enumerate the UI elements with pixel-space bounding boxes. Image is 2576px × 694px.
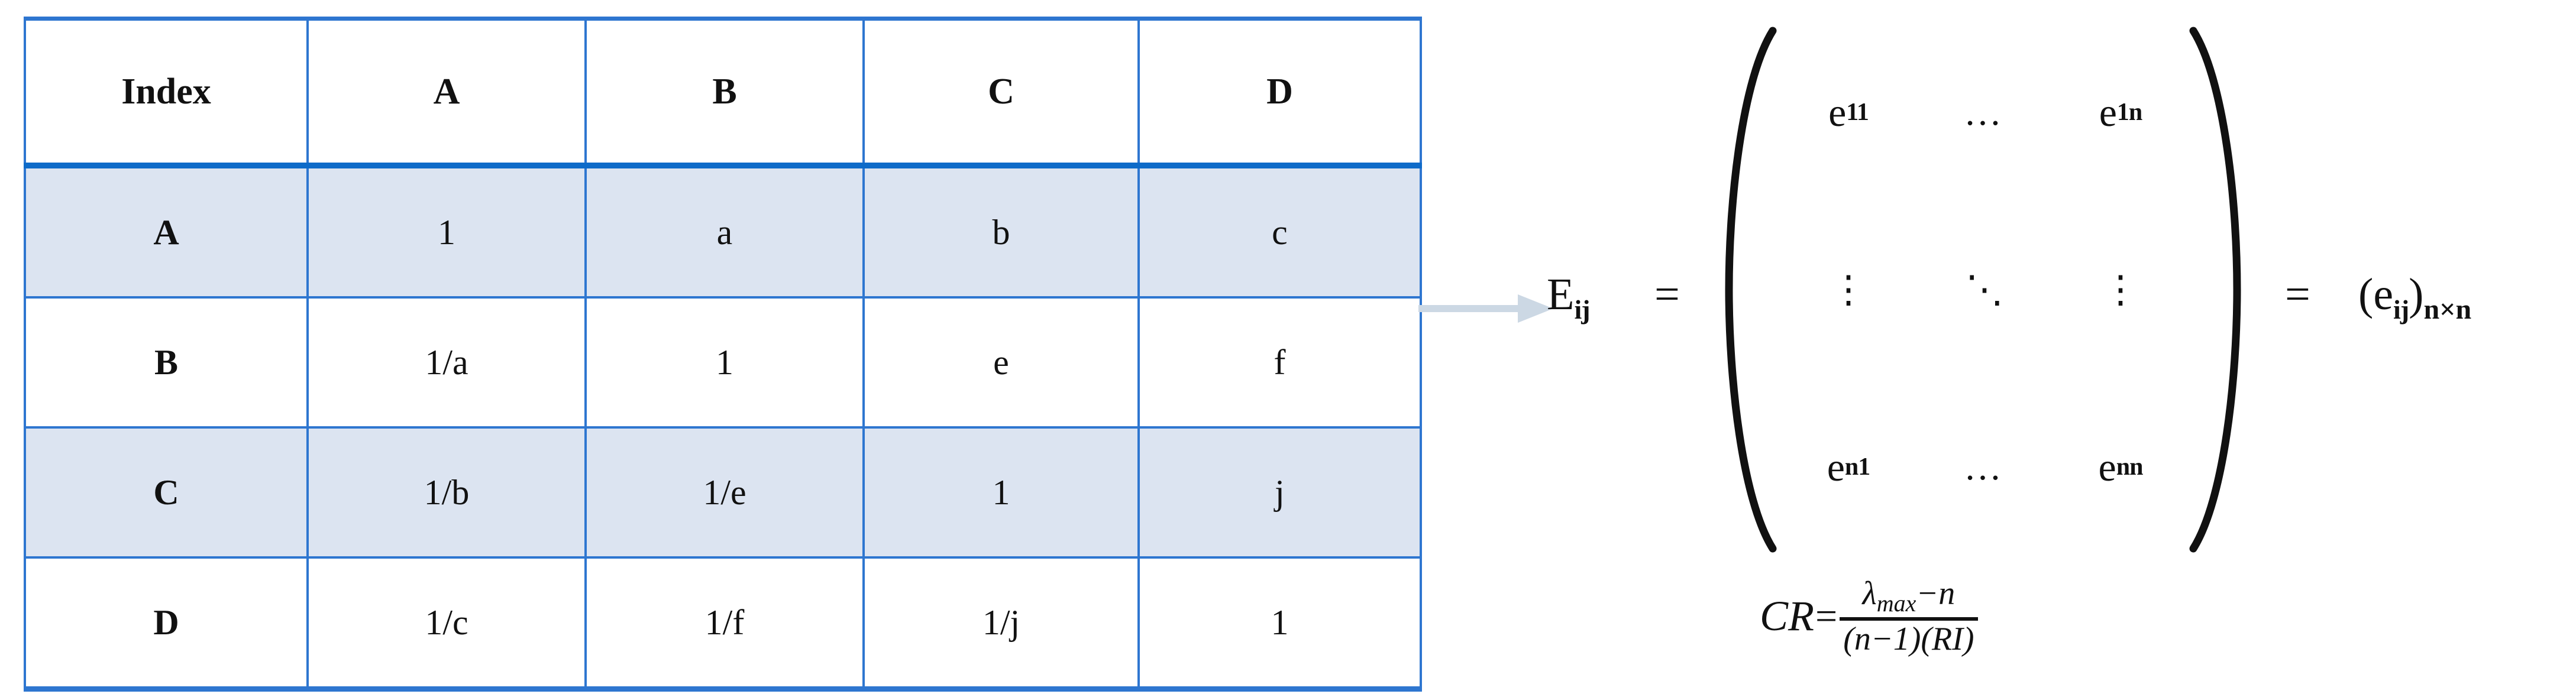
left-parenthesis-icon [1724,24,1777,556]
matrix-cell-subscript: nn [2116,453,2144,481]
column-header-b: B [584,17,865,168]
rhs-base: e [2373,270,2394,319]
cell-b-d: f [1137,296,1422,429]
cr-lambda-subscript: max [1876,590,1916,617]
equals-sign-left: = [1654,270,1680,319]
cell-a-b: a [584,164,865,299]
matrix-cell-subscript: n1 [1844,453,1870,481]
table-header: Index A B C D [24,17,1422,168]
cell-d-b: 1/f [584,556,865,692]
rhs-open-paren: ( [2358,270,2374,319]
pairwise-comparison-table-container: Index A B C D A 1 a b c B 1/a 1 e f [24,17,1422,692]
table-body: A 1 a b c B 1/a 1 e f C 1/b 1/e 1 j D [24,164,1422,692]
cell-a-c: b [862,164,1140,299]
cell-c-a: 1/b [306,426,587,559]
matrix-cell-ddots-center: ⋱ [1966,268,2003,310]
matrix-label-subscript: ij [1574,294,1590,325]
consistency-ratio-formula: CR = λmax−n (n−1)(RI) [1760,576,1978,657]
table-row: D 1/c 1/f 1/j 1 [24,556,1422,692]
rhs-dimension: n×n [2423,294,2472,326]
equals-sign-right: = [2285,270,2310,319]
cr-fraction: λmax−n (n−1)(RI) [1840,576,1978,658]
table-row: C 1/b 1/e 1 j [24,426,1422,559]
rhs-close-paren: ) [2409,270,2424,319]
row-header-c: C [24,426,309,559]
matrix-cell-base: e [1828,89,1847,135]
table-row: B 1/a 1 e f [24,296,1422,429]
matrix-cell-base: e [1827,444,1845,489]
matrix-cell-hdots-bottom: … [1964,446,2005,488]
cr-lambda-symbol: λ [1862,575,1877,612]
column-header-d: D [1137,17,1422,168]
column-header-c: C [862,17,1140,168]
matrix-cell-subscript: 11 [1846,99,1869,126]
cell-a-a: 1 [306,164,587,299]
cell-a-d: c [1137,164,1422,299]
pairwise-comparison-table: Index A B C D A 1 a b c B 1/a 1 e f [24,17,1422,692]
cell-c-c: 1 [862,426,1140,559]
right-parenthesis-icon [2189,24,2242,556]
matrix-cell-hdots-top: … [1964,91,2005,133]
cell-c-b: 1/e [584,426,865,559]
row-header-b: B [24,296,309,429]
row-header-a: A [24,164,309,299]
matrix-cell-base: e [2098,444,2116,489]
matrix-compact-notation: (eij)n×n [2358,269,2471,326]
row-header-d: D [24,556,309,692]
column-header-a: A [306,17,587,168]
matrix-label-eij: Eij [1547,269,1591,325]
matrix-cell-base: e [2099,89,2117,135]
cell-c-d: j [1137,426,1422,559]
cell-d-d: 1 [1137,556,1422,692]
matrix-cell-vdots-right: ⋮ [2102,268,2139,310]
rhs-subscript: ij [2393,294,2409,325]
cell-d-a: 1/c [306,556,587,692]
cr-numerator: λmax−n [1859,576,1959,617]
cr-label: CR [1760,592,1815,640]
cell-b-a: 1/a [306,296,587,429]
cell-b-c: e [862,296,1140,429]
table-header-row: Index A B C D [24,17,1422,168]
cr-numerator-rest: −n [1916,575,1956,612]
matrix-label-base: E [1547,270,1575,319]
matrix-cell-vdots-left: ⋮ [1830,268,1867,310]
cell-b-b: 1 [584,296,865,429]
matrix-cell-subscript: 1n [2116,99,2142,126]
cr-equals-sign: = [1815,594,1838,638]
cr-denominator: (n−1)(RI) [1843,621,1974,658]
table-row: A 1 a b c [24,164,1422,299]
cr-fraction-bar [1840,617,1978,621]
column-header-index: Index [24,17,309,168]
cell-d-c: 1/j [862,556,1140,692]
right-arrow-icon [1418,291,1554,326]
